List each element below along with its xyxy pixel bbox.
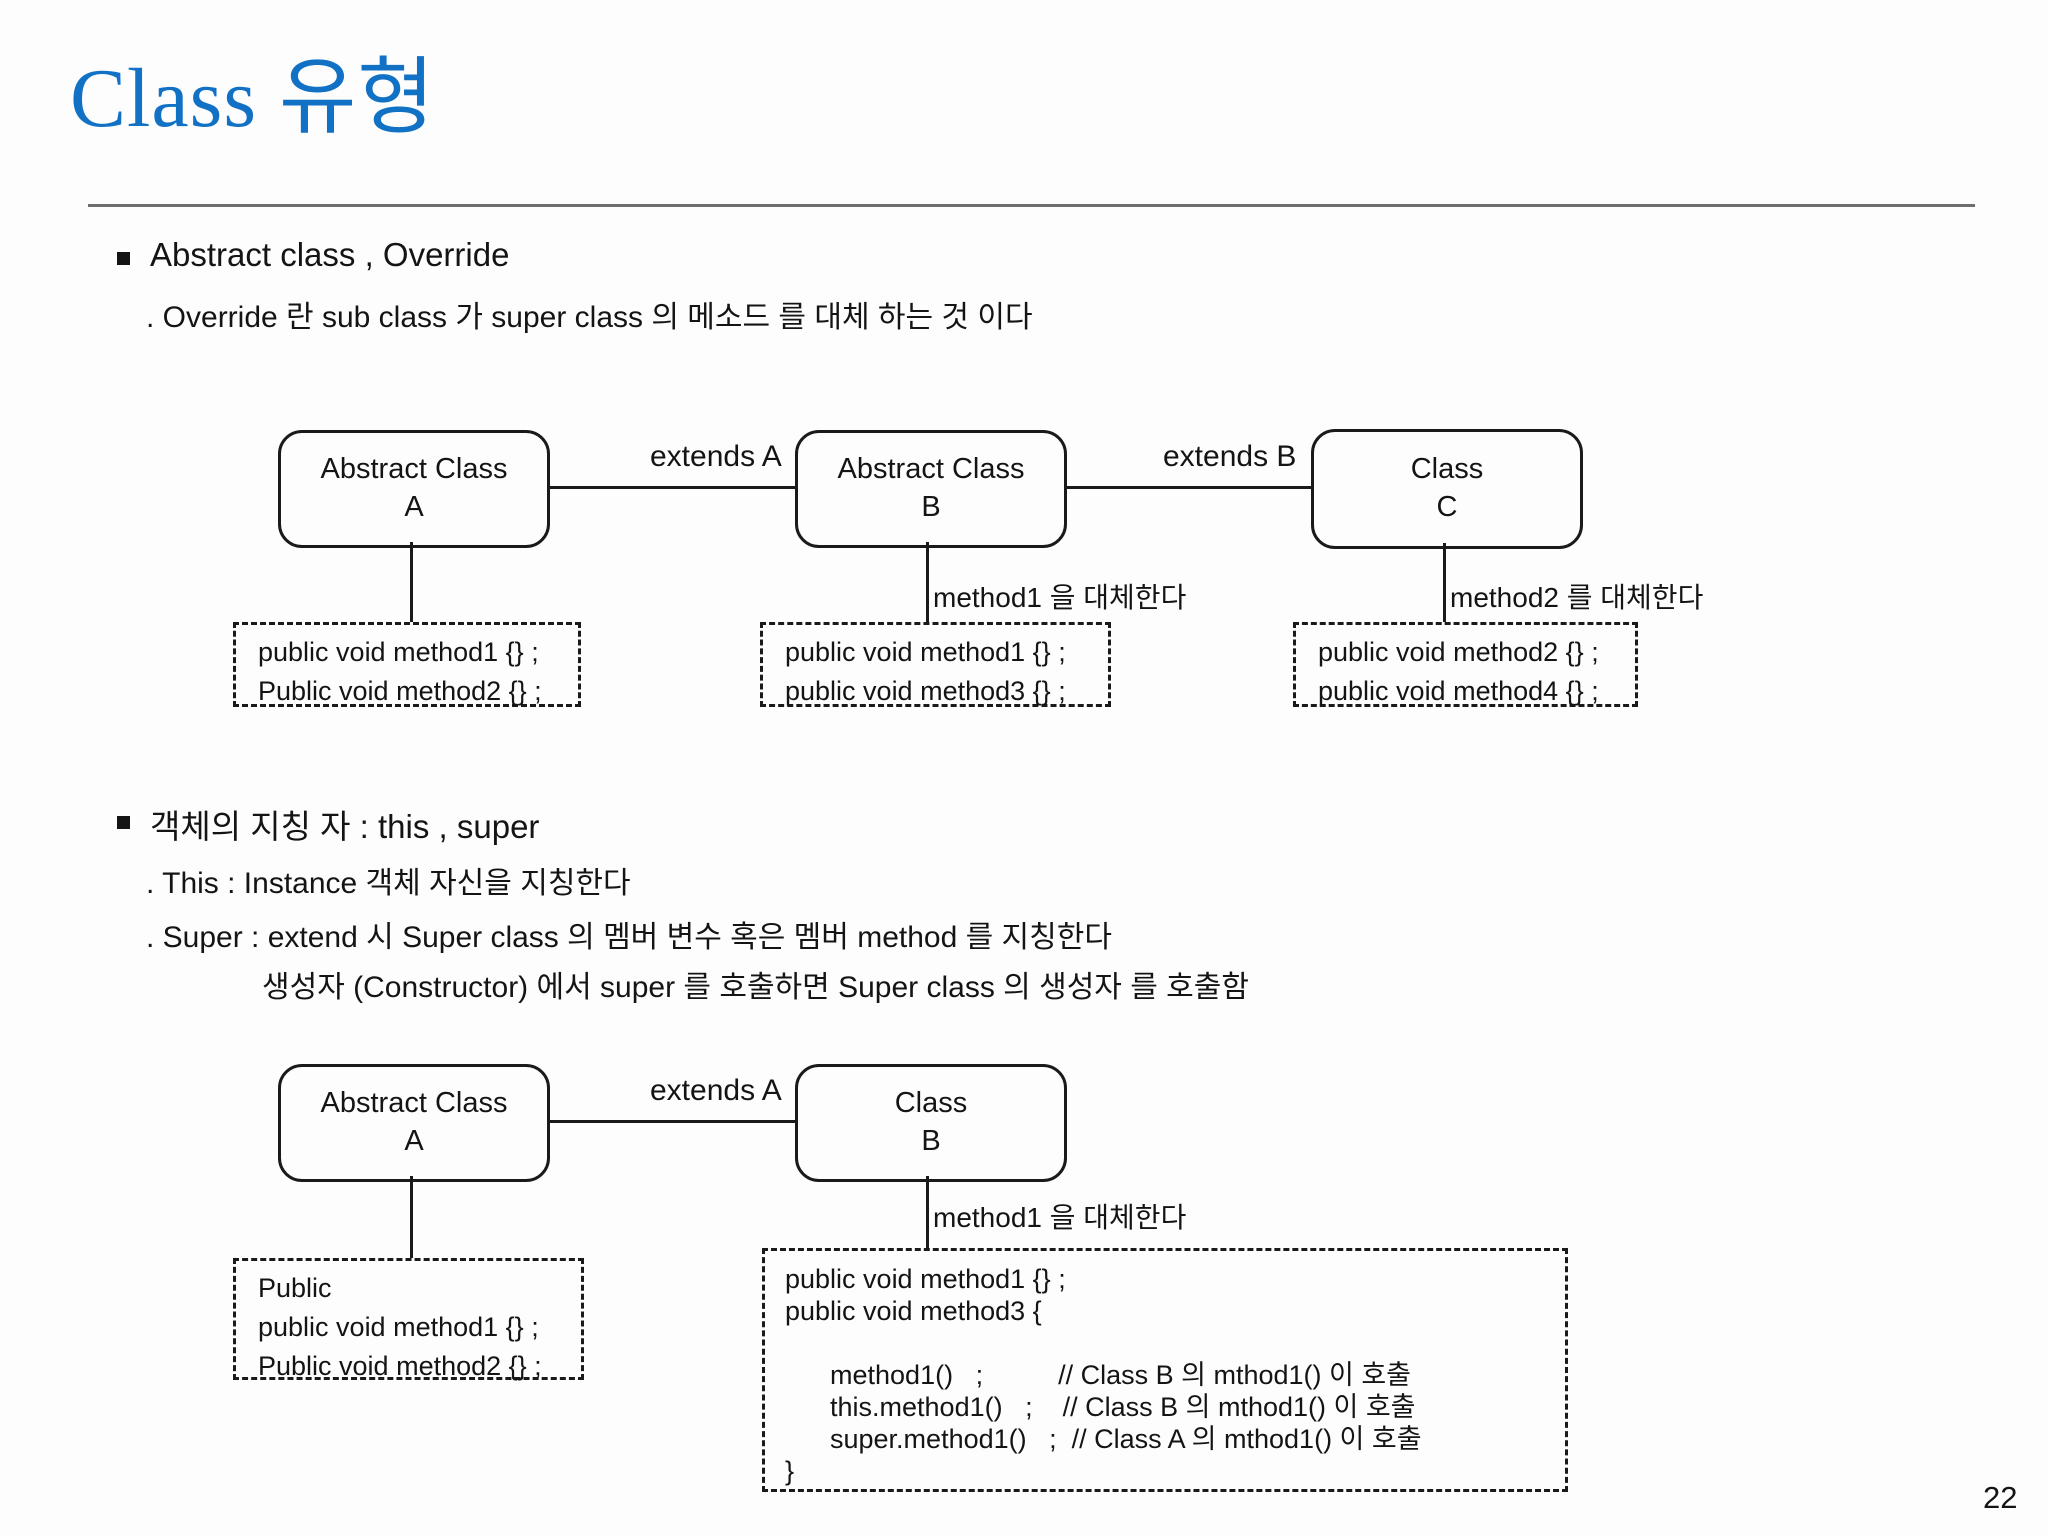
override-label-b2: method1 을 대체한다 [933,1202,1187,1233]
stem-box-b [926,542,929,622]
class-box-label: Class [1410,453,1484,486]
stem-box-a [410,542,413,622]
class-box-label: C [1436,491,1458,523]
method-list-box-a2: Public public void method1 {} ; Public v… [233,1258,584,1381]
class-box-c: Class C [1311,429,1583,549]
class-box-label: Abstract Class [837,453,1025,486]
bullet-square-icon [117,252,130,265]
extends-a-label: extends A [650,440,782,473]
stem-box-a2 [410,1176,413,1258]
section2-heading: 객체의 지칭 자 : this , super [150,808,540,845]
method-list-box-c: public void method2 {} ; public void met… [1293,622,1638,707]
class-box-abstract-a2: Abstract Class A [278,1064,550,1182]
class-box-label: Class [894,1087,968,1120]
stem-box-b2 [926,1176,929,1250]
connector-a2-b2 [544,1120,797,1123]
override-label-c: method2 를 대체한다 [1450,582,1704,613]
class-box-b2: Class B [795,1064,1067,1182]
section2-subline-this: . This : Instance 객체 자신을 지칭한다 [146,867,631,900]
section1-subline: . Override 란 sub class 가 super class 의 메… [146,301,1033,334]
class-box-abstract-a: Abstract Class A [278,430,550,548]
class-box-label: B [921,1125,941,1157]
section2-subline-constructor: 생성자 (Constructor) 에서 super 를 호출하면 Super … [262,971,1249,1004]
class-box-abstract-b: Abstract Class B [795,430,1067,548]
class-box-label: Abstract Class [320,1087,508,1120]
override-label-b: method1 을 대체한다 [933,582,1187,613]
section1-heading: Abstract class , Override [150,236,510,273]
connector-b-c [1059,486,1313,489]
class-box-label: B [921,491,941,523]
class-box-label: A [404,491,424,523]
method-list-box-a: public void method1 {} ; Public void met… [233,622,581,707]
page-number: 22 [1983,1480,2018,1515]
connector-a-b [544,486,797,489]
class-box-label: Abstract Class [320,453,508,486]
extends-b-label: extends B [1163,440,1297,473]
class-box-label: A [404,1125,424,1157]
bullet-square-icon [117,816,130,829]
title-divider [88,204,1975,207]
stem-box-c [1443,543,1446,622]
page-title: Class 유형 [70,52,436,145]
code-box-class-b: public void method1 {} ; public void met… [762,1248,1568,1492]
extends-a2-label: extends A [650,1074,782,1107]
method-list-box-b: public void method1 {} ; public void met… [760,622,1111,707]
section2-subline-super: . Super : extend 시 Super class 의 멤버 변수 혹… [146,921,1112,954]
